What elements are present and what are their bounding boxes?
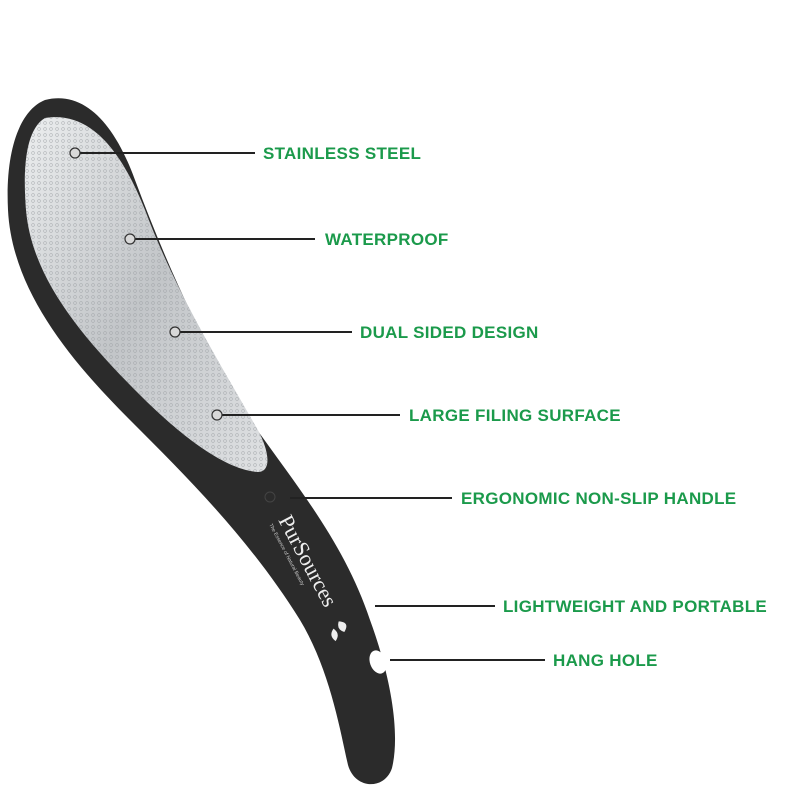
- callout-lines: [75, 152, 545, 661]
- label-lightweight-portable: LIGHTWEIGHT AND PORTABLE: [503, 597, 768, 616]
- callout-dots: [69, 147, 223, 421]
- hang-hole: [369, 650, 387, 674]
- label-large-filing-surface: LARGE FILING SURFACE: [409, 406, 621, 425]
- logo-emblem: [264, 491, 276, 503]
- label-waterproof: WATERPROOF: [325, 230, 449, 249]
- label-ergonomic-handle: ERGONOMIC NON-SLIP HANDLE: [461, 489, 737, 508]
- label-hang-hole: HANG HOLE: [553, 651, 658, 670]
- steel-texture: [24, 117, 268, 472]
- label-dual-sided-design: DUAL SIDED DESIGN: [360, 323, 539, 342]
- label-stainless-steel: STAINLESS STEEL: [263, 144, 422, 163]
